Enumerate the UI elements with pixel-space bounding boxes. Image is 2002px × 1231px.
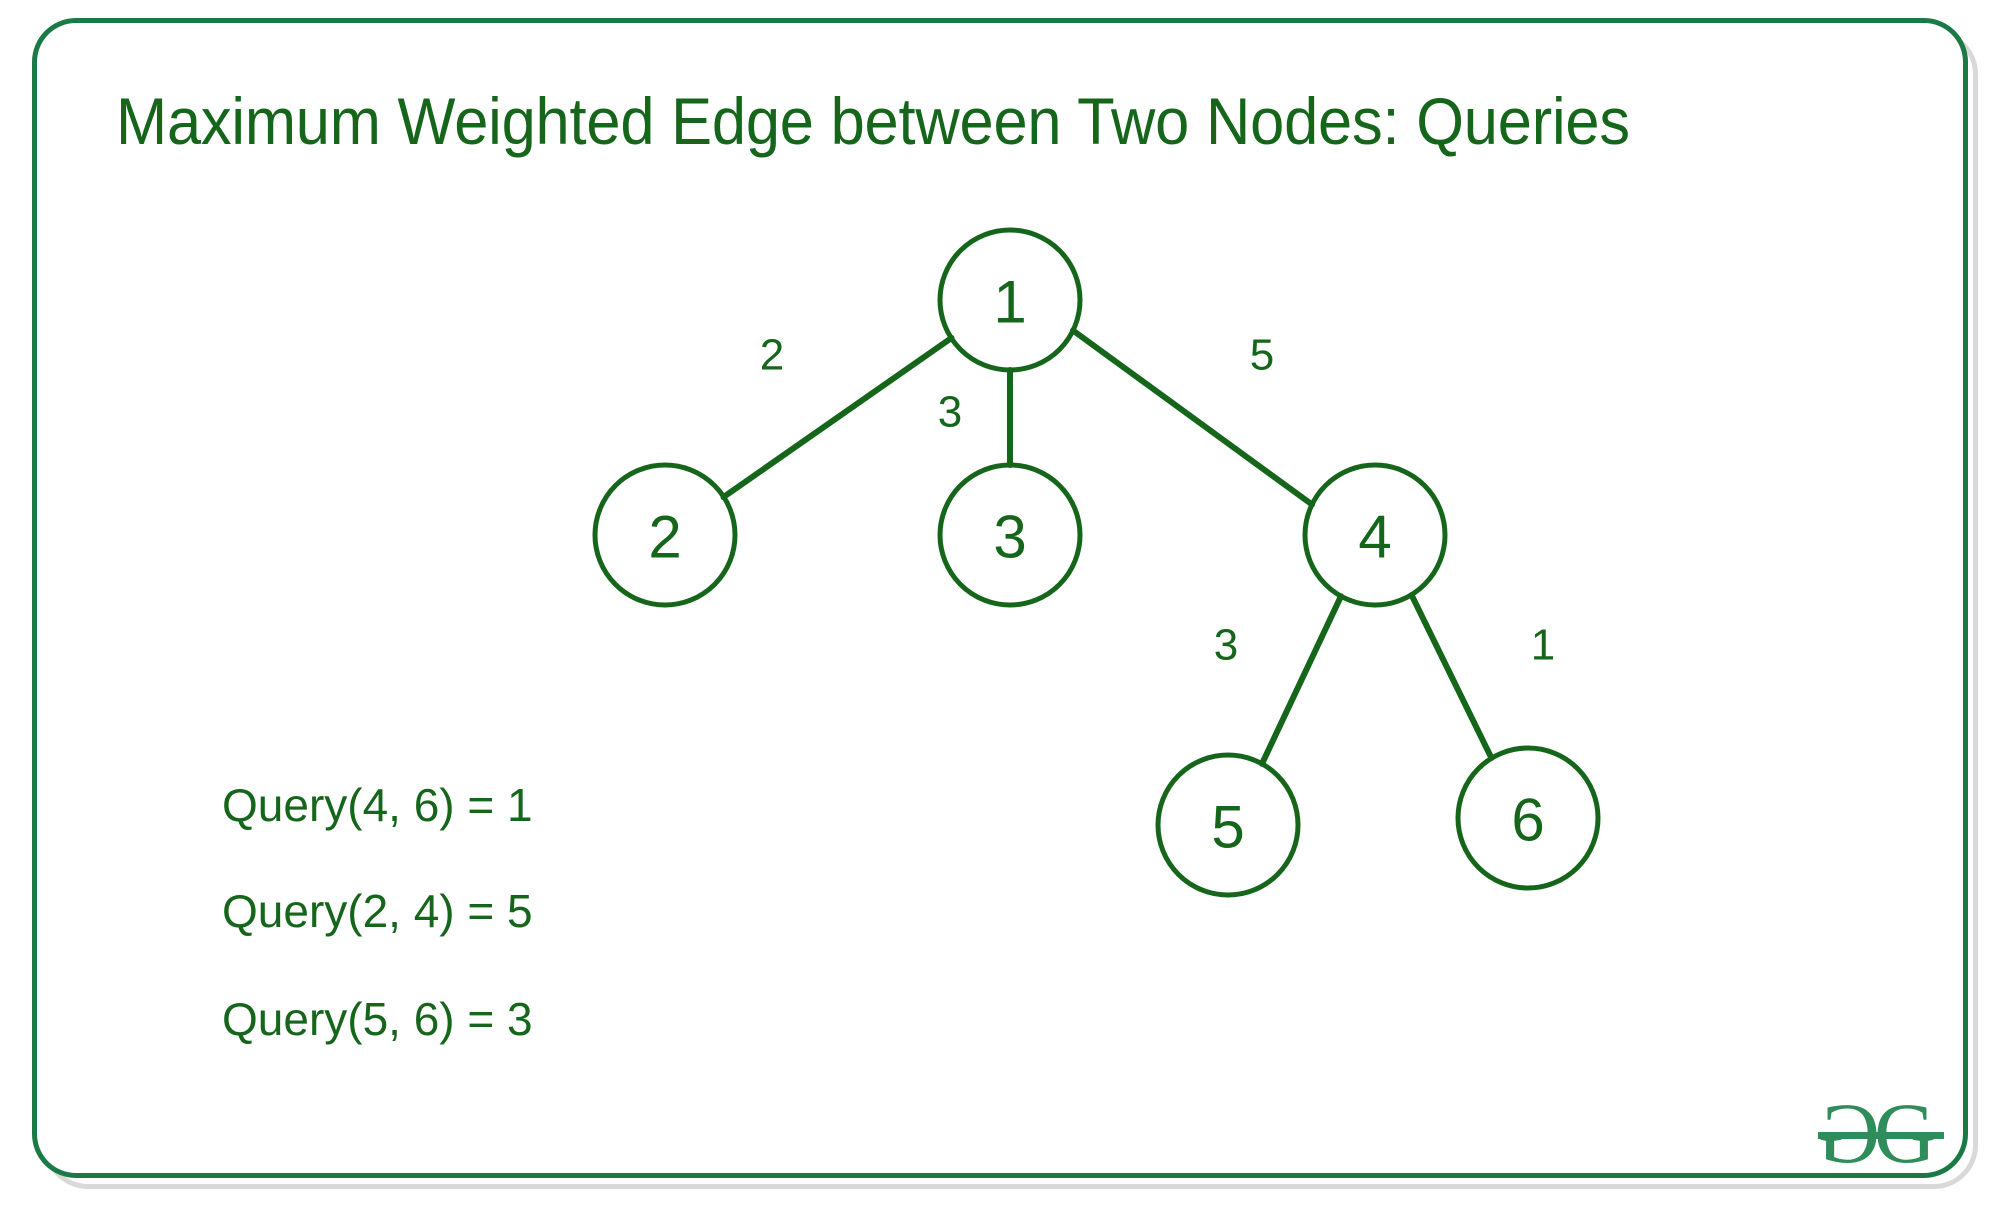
- node-6-circle: [1455, 745, 1601, 891]
- edge-4-6: [1408, 592, 1495, 761]
- page-title: Maximum Weighted Edge between Two Nodes:…: [116, 84, 1630, 158]
- node-2-label: 2: [648, 504, 681, 571]
- card-frame: [32, 18, 1968, 1178]
- node-1-label: 1: [993, 269, 1026, 336]
- edge-weights-group: 2 3 5 3 1: [760, 331, 1555, 670]
- edge-weight-1-2: 2: [760, 331, 784, 380]
- node-5-circle: [1155, 752, 1301, 898]
- edge-weight-1-4: 5: [1250, 331, 1274, 380]
- node-2-circle: [592, 462, 738, 608]
- geeksforgeeks-logo: G G: [1818, 1092, 1944, 1181]
- query-result-line-3: Query(5, 6) = 3: [222, 993, 533, 1045]
- node-6-label: 6: [1511, 787, 1544, 854]
- node-3-circle: [937, 462, 1083, 608]
- node-3-label: 3: [993, 504, 1026, 571]
- edge-weight-4-5: 3: [1214, 621, 1238, 670]
- edges-group: [720, 327, 1495, 767]
- edge-weight-4-6: 1: [1531, 621, 1555, 670]
- nodes-group: 1 2 3 4 5 6: [592, 227, 1601, 898]
- query-result-line-1: Query(4, 6) = 1: [222, 779, 533, 831]
- edge-4-5: [1259, 593, 1344, 767]
- query-result-line-2: Query(2, 4) = 5: [222, 885, 533, 937]
- node-4-circle: [1302, 462, 1448, 608]
- node-4-label: 4: [1358, 504, 1391, 571]
- edge-1-4: [1070, 327, 1315, 508]
- node-1-circle: [937, 227, 1083, 373]
- edge-weight-1-3: 3: [938, 388, 962, 437]
- logo-bar: [1818, 1132, 1944, 1139]
- node-5-label: 5: [1211, 794, 1244, 861]
- edge-1-2: [720, 334, 955, 501]
